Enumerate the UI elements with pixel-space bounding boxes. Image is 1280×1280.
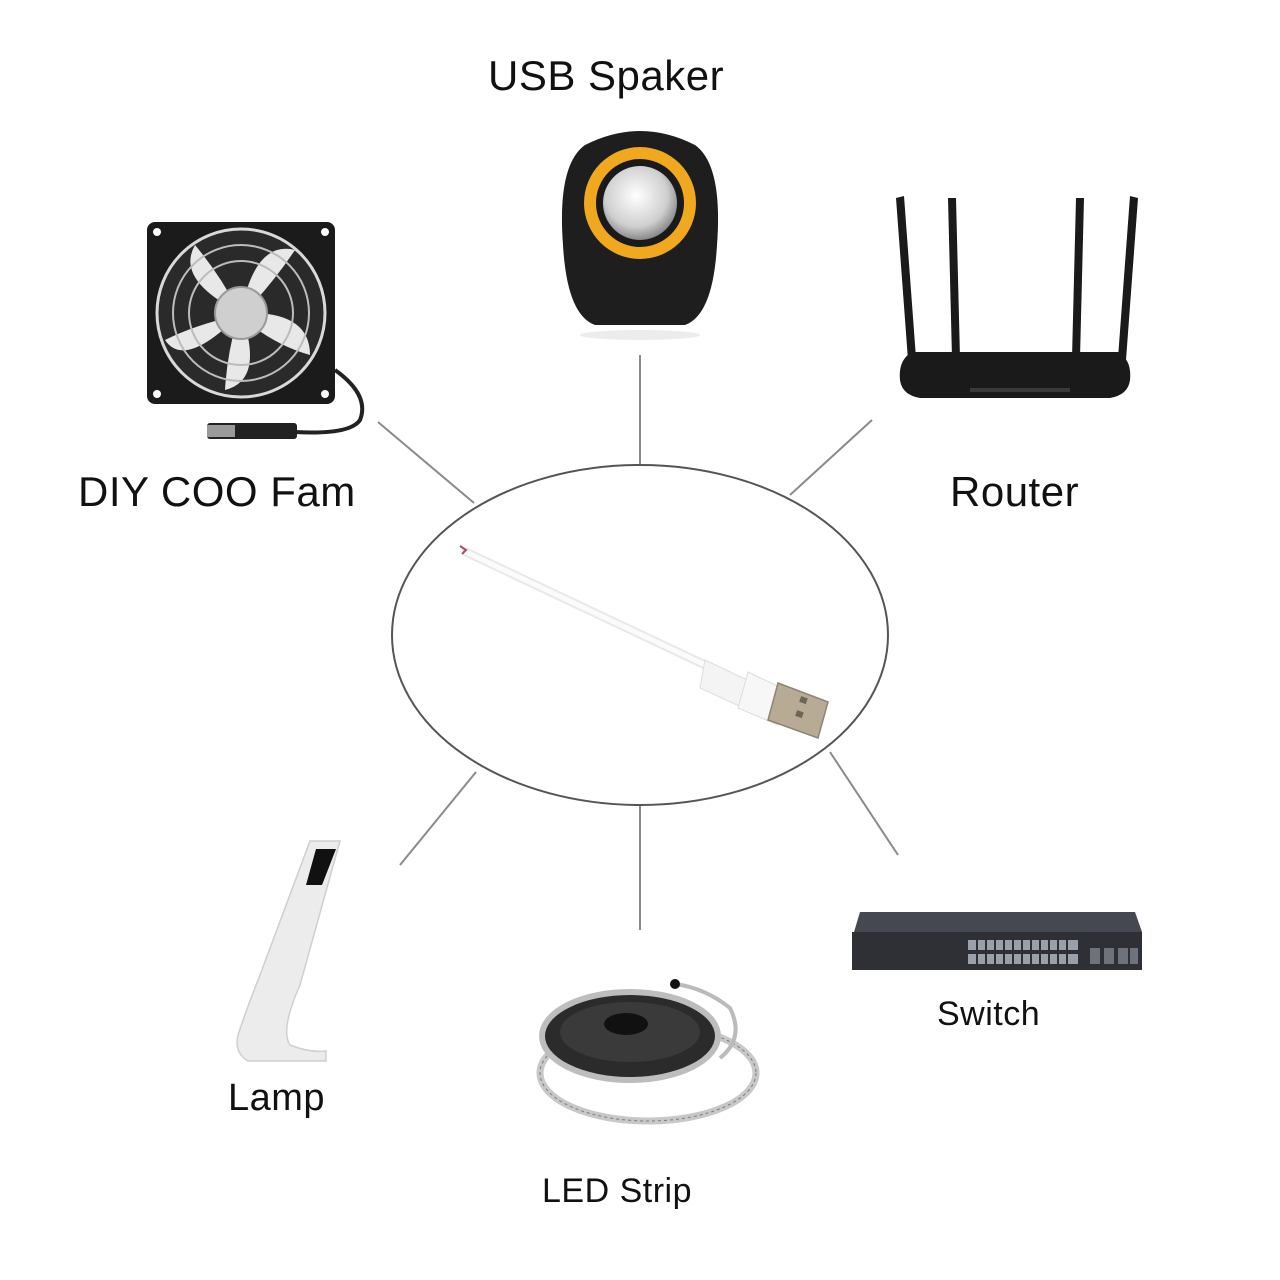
lamp-icon bbox=[236, 840, 341, 1062]
device-label-router: Router bbox=[950, 468, 1080, 515]
device-label-led-strip: LED Strip bbox=[542, 1172, 692, 1210]
fan-icon bbox=[147, 222, 365, 439]
connector-lamp bbox=[399, 771, 477, 866]
device-label-lamp: Lamp bbox=[228, 1077, 326, 1119]
connector-router bbox=[789, 419, 873, 496]
speaker-icon bbox=[561, 131, 719, 340]
device-label-fan: DIY COO Fam bbox=[78, 468, 356, 515]
connector-fan bbox=[377, 421, 475, 504]
connector-switch bbox=[829, 751, 899, 856]
network-switch-icon bbox=[852, 912, 1142, 970]
usb-cable-icon bbox=[459, 545, 829, 739]
device-label-speaker: USB Spaker bbox=[488, 52, 725, 99]
led-strip-icon bbox=[536, 979, 760, 1125]
device-label-switch: Switch bbox=[937, 995, 1041, 1033]
router-icon bbox=[896, 196, 1138, 398]
